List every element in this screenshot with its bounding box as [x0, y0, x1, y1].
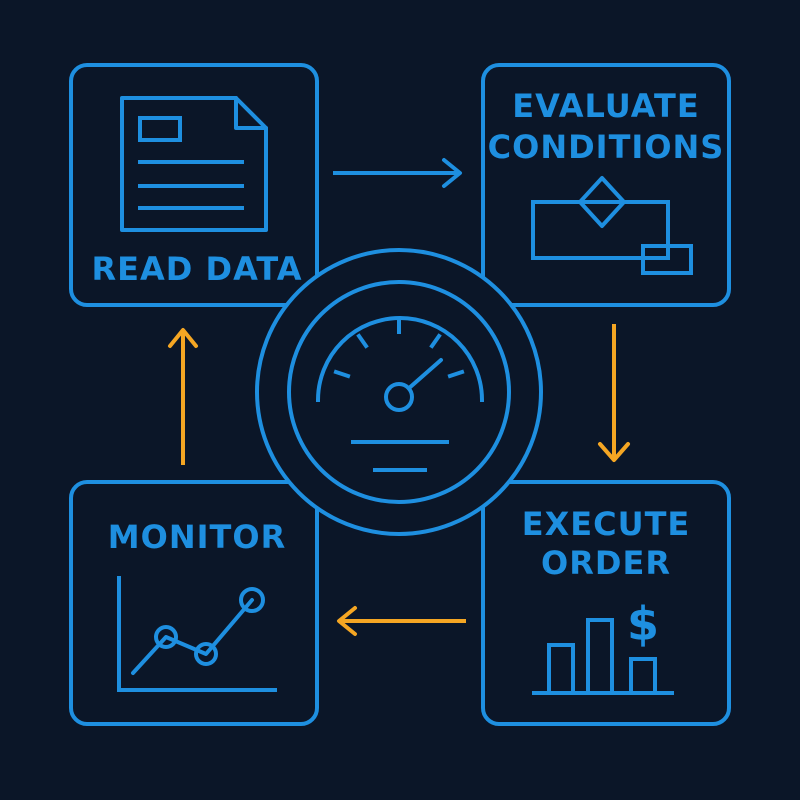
read-data-label: READ DATA — [92, 250, 303, 288]
flowchart-icon — [531, 176, 693, 275]
execute-label-line1: EXECUTE — [522, 505, 691, 543]
speedometer-icon — [255, 248, 543, 536]
dollar-symbol: $ — [627, 597, 659, 651]
arrow-evaluate-to-execute — [598, 324, 630, 462]
evaluate-label-line2: CONDITIONS — [488, 128, 725, 166]
evaluate-conditions-step: EVALUATE CONDITIONS — [481, 63, 731, 307]
bar-chart-dollar-icon: $ — [532, 597, 674, 695]
execute-label-line2: ORDER — [541, 544, 671, 582]
arrow-read-to-evaluate — [333, 158, 462, 188]
monitor-label: MONITOR — [108, 518, 286, 556]
execute-order-step: EXECUTE ORDER $ — [481, 480, 731, 726]
arrow-execute-to-monitor — [337, 606, 466, 636]
document-icon — [120, 96, 268, 232]
evaluate-conditions-box — [481, 63, 731, 307]
evaluate-label-line1: EVALUATE — [512, 87, 699, 125]
execute-order-box — [481, 480, 731, 726]
gauge-ticks — [333, 318, 465, 379]
gauge-needle — [406, 358, 443, 391]
read-data-step: READ DATA — [69, 63, 319, 307]
monitor-box — [69, 480, 319, 726]
arrow-monitor-to-read — [168, 328, 198, 465]
monitor-step: MONITOR — [69, 480, 319, 726]
gauge-inner-ring — [287, 280, 511, 504]
gauge-hub — [384, 382, 414, 412]
line-chart-icon — [117, 576, 277, 692]
read-data-box — [69, 63, 319, 307]
